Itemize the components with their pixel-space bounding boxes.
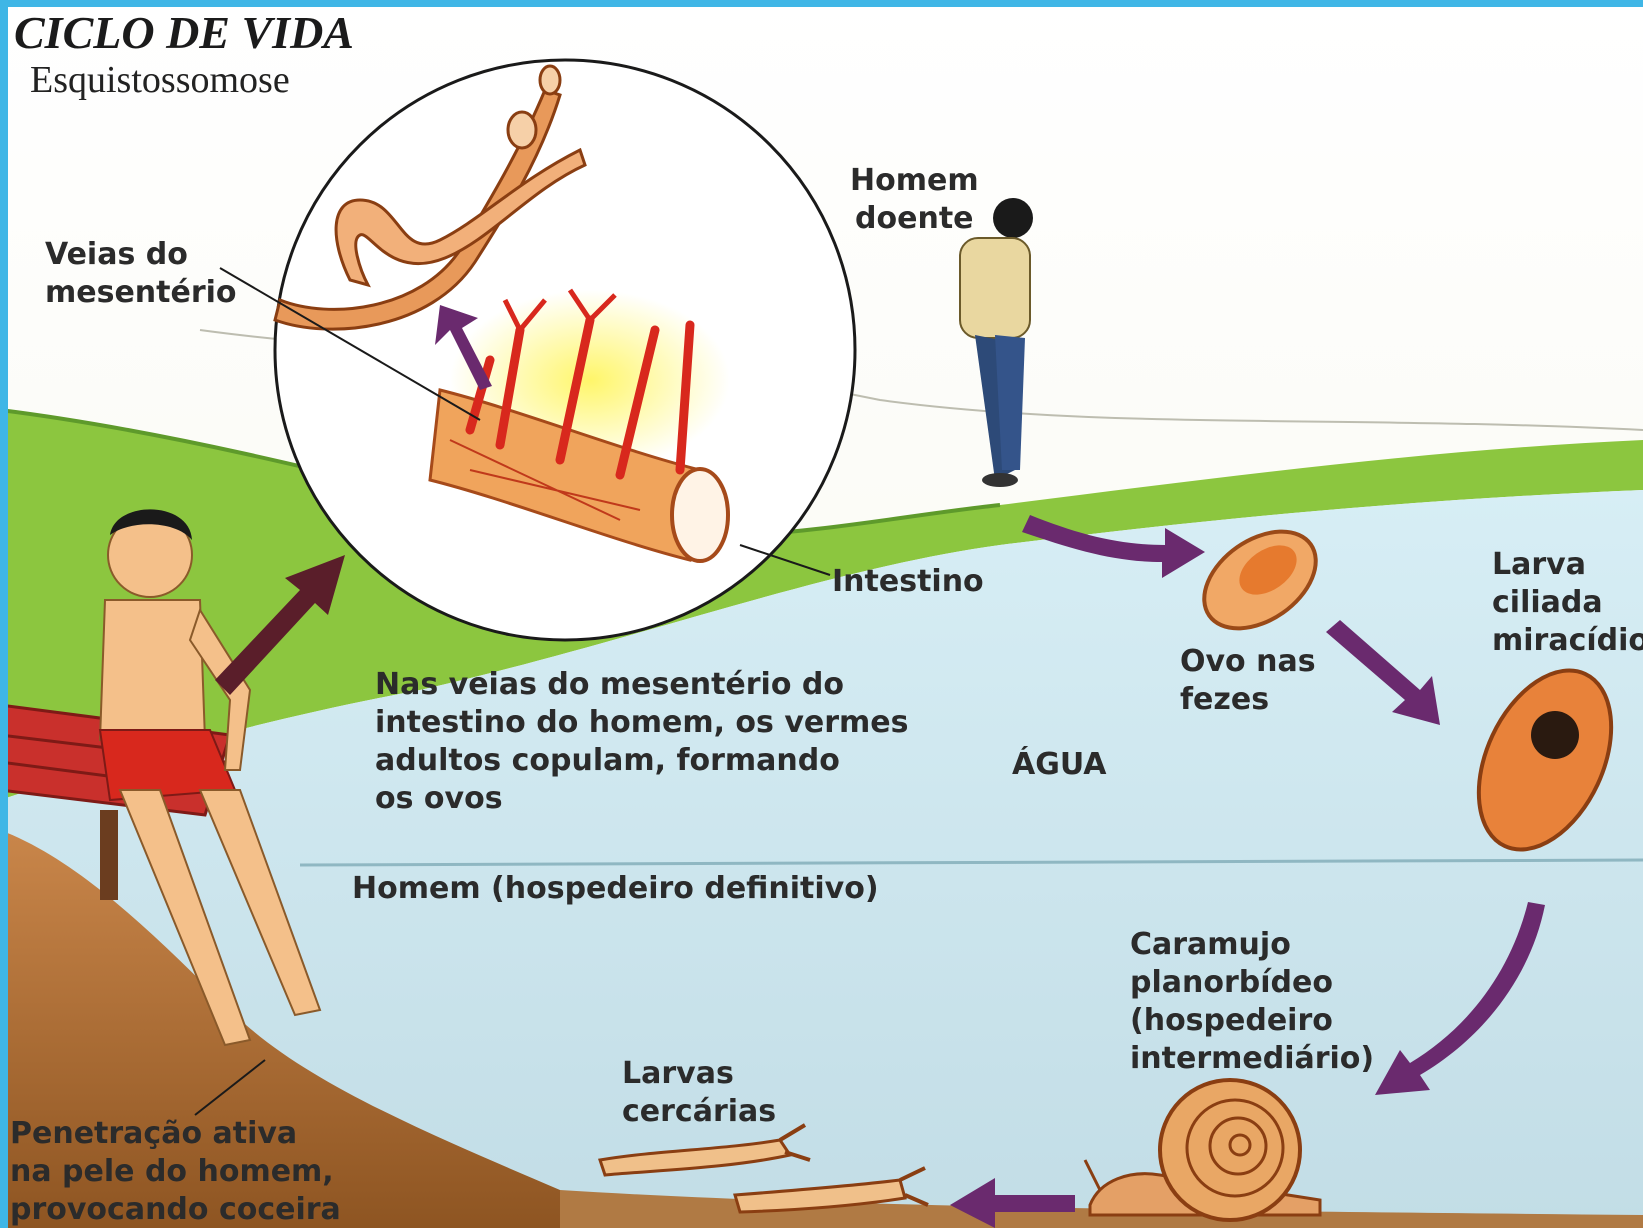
label-homem-doente: Homem doente bbox=[850, 162, 979, 238]
frame-left bbox=[0, 0, 8, 1228]
label-larva-miracidio: Larva ciliada miracídio bbox=[1492, 546, 1643, 660]
label-penetracao: Penetração ativa na pele do homem, provo… bbox=[10, 1115, 341, 1228]
label-caramujo: Caramujo planorbídeo (hospedeiro interme… bbox=[1130, 926, 1374, 1078]
label-veias-mesenterio: Veias do mesentério bbox=[45, 236, 237, 312]
label-agua: ÁGUA bbox=[1012, 746, 1107, 784]
label-ovo-nas-fezes: Ovo nas fezes bbox=[1180, 643, 1316, 719]
diagram-subtitle: Esquistossomose bbox=[30, 58, 290, 102]
label-larvas-cercarias: Larvas cercárias bbox=[622, 1055, 776, 1131]
label-intestino: Intestino bbox=[832, 563, 984, 601]
label-homem-hospedeiro: Homem (hospedeiro definitivo) bbox=[352, 870, 879, 908]
diagram-title: CICLO DE VIDA bbox=[14, 6, 354, 59]
label-description: Nas veias do mesentério do intestino do … bbox=[375, 666, 909, 818]
